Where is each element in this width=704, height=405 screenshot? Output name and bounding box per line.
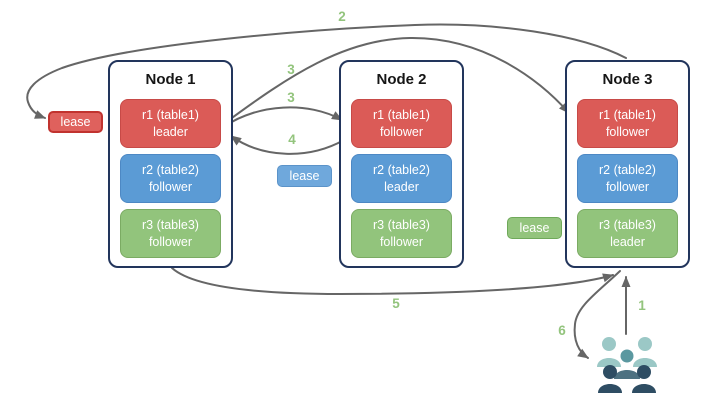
replica-name: r3 (table3) xyxy=(373,218,430,233)
replica-name: r1 (table1) xyxy=(599,108,656,123)
arrow-step5-node1-to-node3 xyxy=(171,267,614,296)
replica-role: leader xyxy=(610,234,645,249)
node-3-replica-r3: r3 (table3) leader xyxy=(577,209,678,258)
replica-role: follower xyxy=(148,234,193,249)
node-2: Node 2 r1 (table1) follower r2 (table2) … xyxy=(339,60,464,268)
arrow-step6-node3-to-users xyxy=(573,270,621,359)
replica-role: leader xyxy=(384,179,419,194)
replica-role: follower xyxy=(148,179,193,194)
node-2-replica-r3: r3 (table3) follower xyxy=(351,209,452,258)
node-3-replica-r1: r1 (table1) follower xyxy=(577,99,678,148)
node-2-title: Node 2 xyxy=(376,71,427,88)
arrow-step3-leader-to-node2 xyxy=(224,106,343,127)
replica-name: r2 (table2) xyxy=(373,163,430,178)
replica-name: r1 (table1) xyxy=(373,108,430,123)
node-1: Node 1 r1 (table1) leader r2 (table2) fo… xyxy=(108,60,233,268)
node-1-replica-r3: r3 (table3) follower xyxy=(120,209,221,258)
replica-name: r2 (table2) xyxy=(142,163,199,178)
replica-role: follower xyxy=(605,124,650,139)
lease-label-node2-blue: lease xyxy=(277,165,332,187)
lease-label-node1-red: lease xyxy=(48,111,103,133)
node-1-replica-r1: r1 (table1) leader xyxy=(120,99,221,148)
replica-role: follower xyxy=(379,124,424,139)
replica-name: r3 (table3) xyxy=(599,218,656,233)
replica-name: r2 (table2) xyxy=(599,163,656,178)
node-3-replica-r2: r2 (table2) follower xyxy=(577,154,678,203)
node-2-replica-r1: r1 (table1) follower xyxy=(351,99,452,148)
replica-name: r1 (table1) xyxy=(142,108,199,123)
replica-name: r3 (table3) xyxy=(142,218,199,233)
step-label-4: 4 xyxy=(288,132,296,147)
replica-role: leader xyxy=(153,124,188,139)
node-1-replica-r2: r2 (table2) follower xyxy=(120,154,221,203)
step-label-6: 6 xyxy=(558,323,566,338)
node-2-replica-r2: r2 (table2) leader xyxy=(351,154,452,203)
node-3-title: Node 3 xyxy=(602,71,653,88)
node-3: Node 3 r1 (table1) follower r2 (table2) … xyxy=(565,60,690,268)
step-label-3a: 3 xyxy=(287,62,295,77)
users-group-icon xyxy=(597,337,657,393)
node-1-title: Node 1 xyxy=(145,71,196,88)
step-label-2: 2 xyxy=(338,9,346,24)
step-label-5: 5 xyxy=(392,296,400,311)
step-label-1: 1 xyxy=(638,298,646,313)
replica-role: follower xyxy=(605,179,650,194)
replica-role: follower xyxy=(379,234,424,249)
step-label-3b: 3 xyxy=(287,90,295,105)
lease-label-node3-green: lease xyxy=(507,217,562,239)
